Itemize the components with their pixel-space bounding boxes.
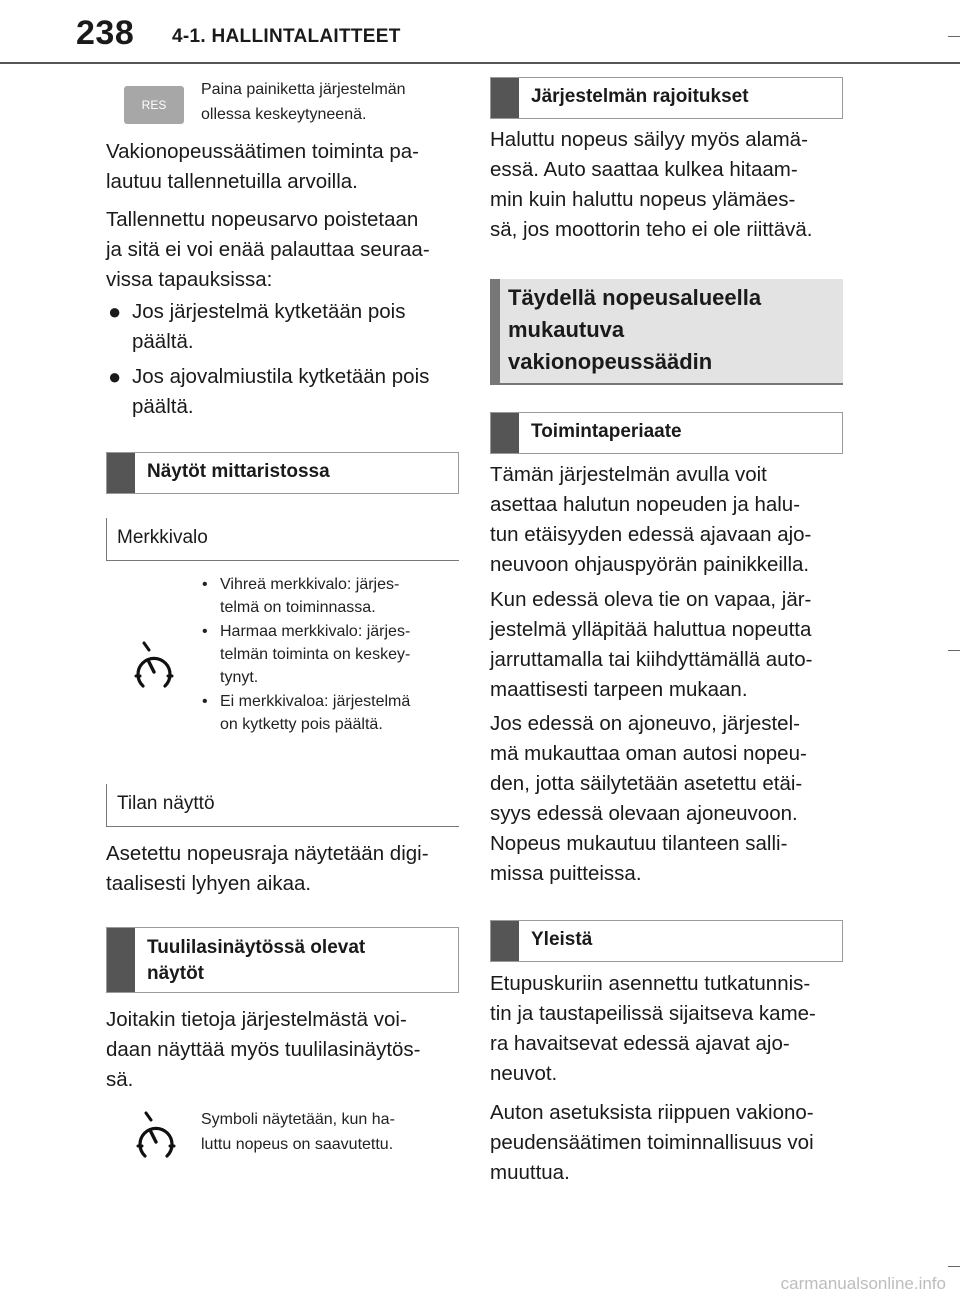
subheading-status: Tilan näyttö: [117, 793, 215, 814]
paragraph-sensors: Etupuskuriin asennettu tutkatunnis- tin …: [490, 972, 816, 1085]
symbol-note: Symboli näytetään, kun ha- luttu nopeus …: [201, 1111, 395, 1153]
heading-box-principle: Toimintaperiaate: [490, 412, 843, 454]
list-item: • Ei merkkivaloa: järjestelmä on kytkett…: [202, 693, 411, 733]
res-button-icon: RES: [124, 86, 184, 124]
subheading-rule: [106, 826, 459, 827]
bullet-item: ● Jos järjestelmä kytketään pois päältä.: [108, 299, 406, 353]
cruise-hud-icon: [136, 1111, 176, 1158]
subheading-rule: [106, 784, 107, 826]
section-title: 4-1. HALLINTALAITTEET: [172, 26, 401, 47]
paragraph-clear: Tallennettu nopeusarvo poistetaan ja sit…: [106, 208, 430, 291]
crop-mark: [948, 650, 960, 651]
watermark: carmanualsonline.info: [780, 1274, 946, 1293]
paragraph-limits: Haluttu nopeus säilyy myös alamä- essä. …: [490, 128, 813, 241]
subheading-indicator: Merkkivalo: [117, 527, 208, 548]
bullet-icon: ●: [108, 364, 122, 389]
crop-mark: [948, 1266, 960, 1267]
res-description: Paina painiketta järjestelmän ollessa ke…: [201, 81, 406, 123]
subheading-rule: [106, 560, 459, 561]
paragraph-principle: Tämän järjestelmän avulla voit asettaa h…: [490, 463, 812, 576]
indicator-list: • Vihreä merkkivalo: järjes- telmä on to…: [202, 573, 462, 736]
paragraph-resume: Vakionopeussäätimen toiminta pa- lautuu …: [106, 140, 419, 193]
page-number: 238: [76, 14, 135, 52]
cruise-indicator-icon: [134, 641, 174, 688]
heading-box-hud: Tuulilasinäytössä olevat näytöt: [106, 927, 459, 993]
paragraph-digital: Asetettu nopeusraja näytetään digi- taal…: [106, 842, 429, 895]
paragraph-vehicle-ahead: Jos edessä on ajoneuvo, järjestel- mä mu…: [490, 712, 807, 885]
bullet-icon: ●: [108, 299, 122, 324]
paragraph-hud: Joitakin tietoja järjestelmästä voi- daa…: [106, 1008, 421, 1091]
list-item: • Vihreä merkkivalo: järjes- telmä on to…: [202, 576, 400, 616]
bullet-item: ● Jos ajovalmiustila kytketään pois pääl…: [108, 364, 430, 418]
header-rule: [0, 62, 960, 64]
crop-mark: [948, 36, 960, 37]
heading-box-acc: Täydellä nopeusalueella mukautuva vakion…: [490, 279, 843, 385]
paragraph-settings: Auton asetuksista riippuen vakiono- peud…: [490, 1101, 814, 1184]
subheading-rule: [106, 518, 107, 560]
heading-box-general: Yleistä: [490, 920, 843, 962]
heading-box-meters: Näytöt mittaristossa: [106, 452, 459, 494]
paragraph-free-road: Kun edessä oleva tie on vapaa, jär- jest…: [490, 588, 813, 701]
heading-box-limits: Järjestelmän rajoitukset: [490, 77, 843, 119]
list-item: • Harmaa merkkivalo: järjes- telmän toim…: [202, 623, 411, 686]
